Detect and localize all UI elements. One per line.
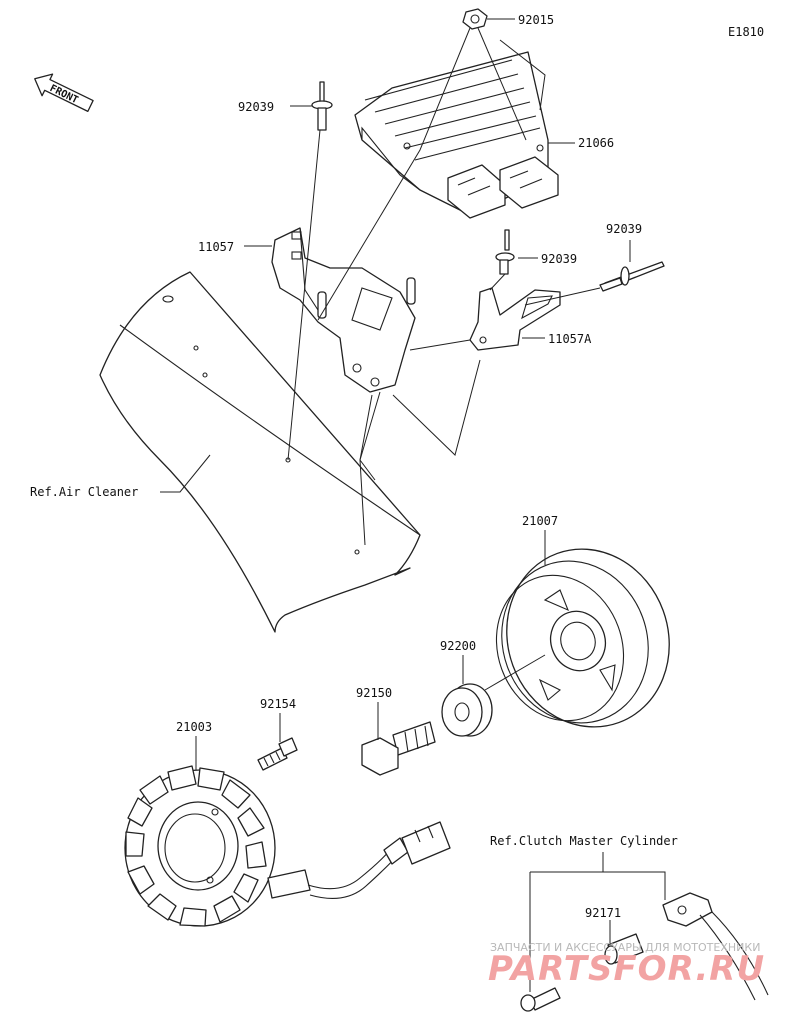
label-92200: 92200 (440, 639, 476, 653)
label-92154: 92154 (260, 697, 296, 711)
label-92039-left: 92039 (238, 100, 274, 114)
label-92039-mid: 92039 (541, 252, 577, 266)
rotor-21007 (495, 548, 670, 728)
label-92171: 92171 (585, 906, 621, 920)
bracket-11057A (469, 287, 561, 351)
rivet-92039-right (599, 261, 665, 292)
air-cleaner-cover (99, 271, 421, 633)
ref-air-cleaner: Ref.Air Cleaner (30, 485, 138, 499)
label-11057A: 11057A (548, 332, 592, 346)
label-92150: 92150 (356, 686, 392, 700)
nut-92015 (462, 8, 488, 30)
screw-92154 (257, 737, 298, 771)
rivet-92039-mid (495, 229, 515, 275)
stator-21003 (124, 765, 451, 927)
label-11057: 11057 (198, 240, 234, 254)
label-92015: 92015 (518, 13, 554, 27)
watermark: ЗАПЧАСТИ И АКСЕССУАРЫ ДЛЯ МОТОТЕХНИКИ PA… (488, 941, 765, 989)
label-21003: 21003 (176, 720, 212, 734)
ref-clutch-master-cylinder: Ref.Clutch Master Cylinder (490, 834, 678, 848)
diagram-code: E1810 (728, 25, 764, 39)
watermark-logo: PARTSFOR.RU (488, 949, 765, 989)
label-21066: 21066 (578, 136, 614, 150)
front-arrow-icon: FRONT (34, 73, 94, 113)
label-92039-right: 92039 (606, 222, 642, 236)
washer-92200 (441, 683, 493, 737)
regulator-rectifier (354, 51, 559, 219)
bolt-92150 (361, 721, 436, 776)
label-21007: 21007 (522, 514, 558, 528)
leader-lines (160, 18, 666, 992)
bracket-11057 (271, 227, 416, 393)
watermark-tagline: ЗАПЧАСТИ И АКСЕССУАРЫ ДЛЯ МОТОТЕХНИКИ (490, 941, 760, 954)
rivet-92039-left (311, 81, 333, 131)
clutch-master-parts (520, 892, 769, 1012)
